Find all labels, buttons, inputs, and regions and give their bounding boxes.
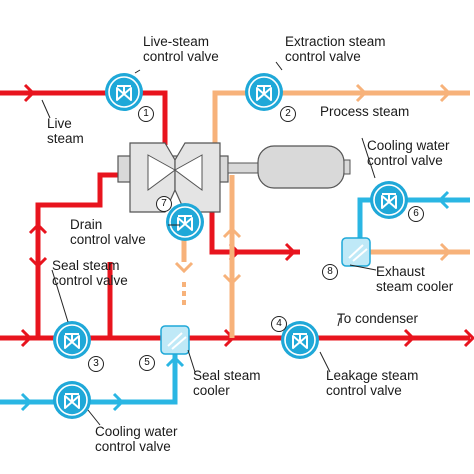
generator-icon (227, 145, 351, 189)
valve-7-icon (165, 202, 205, 242)
exhaust-steam-cooler-icon (341, 237, 371, 267)
number-marker-6: 6 (408, 206, 424, 222)
number-marker-5: 5 (139, 355, 155, 371)
turbine-icon (117, 142, 229, 213)
number-marker-7: 7 (156, 196, 172, 212)
valve-4-icon (280, 320, 320, 360)
number-marker-2: 2 (280, 106, 296, 122)
valve-1-icon (104, 72, 144, 112)
process-steam-dots (182, 282, 186, 305)
process-steam-label: Process steam (320, 104, 410, 119)
number-marker-1: 1 (138, 106, 154, 122)
seal-steam-cooler-icon (160, 325, 190, 355)
to-condenser-label: To condenser (337, 311, 419, 326)
number-marker-3: 3 (88, 356, 104, 372)
valve-3-icon (52, 320, 92, 360)
valve-5-icon (52, 380, 92, 420)
leader-lines (41, 61, 377, 426)
valve-2-icon (244, 72, 284, 112)
valve-6-icon (369, 180, 409, 220)
process-steam-lines (181, 90, 470, 338)
cooling-water-arrows (20, 190, 450, 412)
live-steam-arrows (20, 83, 474, 348)
number-marker-4: 4 (271, 316, 287, 332)
number-marker-8: 8 (322, 264, 338, 280)
process-steam-arrows (174, 83, 452, 286)
